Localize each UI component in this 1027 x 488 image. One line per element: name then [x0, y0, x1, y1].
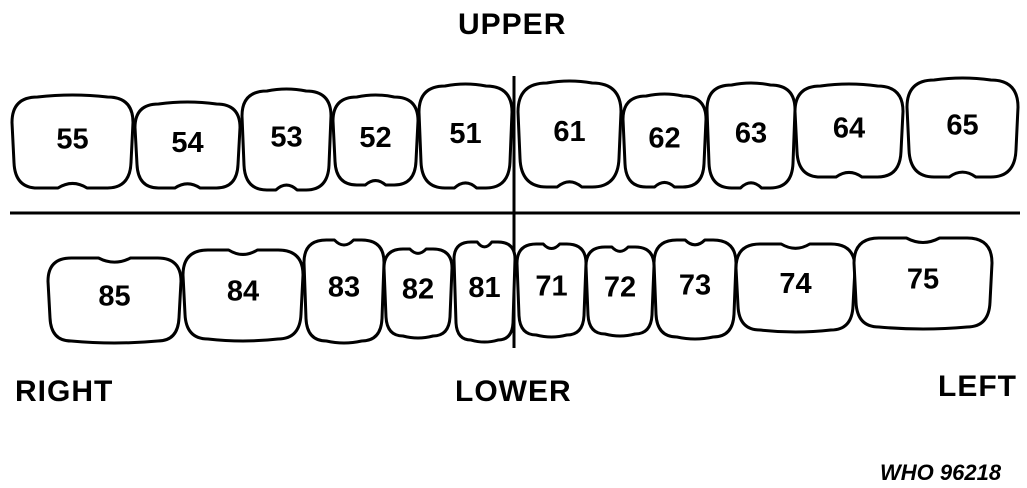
tooth-61: 61: [516, 79, 623, 189]
tooth-outline: [181, 248, 305, 343]
left-label: LEFT: [938, 370, 1017, 403]
tooth-55: 55: [10, 93, 135, 190]
tooth-outline: [734, 242, 857, 334]
teeth-group: 55 54 53 52 51 61 62 63 64 65 85 84 83 82 81 71 72 73 74 75: [10, 76, 1020, 345]
tooth-outline: [793, 82, 905, 179]
tooth-number: 73: [679, 270, 711, 302]
tooth-outline: [452, 240, 517, 344]
lower-label: LOWER: [455, 375, 572, 408]
tooth-81: 81: [452, 240, 517, 344]
tooth-number: 65: [946, 110, 978, 142]
tooth-outline: [515, 242, 588, 339]
tooth-number: 64: [833, 113, 865, 145]
tooth-number: 74: [779, 268, 811, 300]
tooth-62: 62: [621, 92, 708, 189]
tooth-73: 73: [652, 238, 738, 341]
tooth-84: 84: [181, 248, 305, 343]
tooth-65: 65: [905, 76, 1020, 179]
tooth-74: 74: [734, 242, 857, 334]
upper-label: UPPER: [458, 8, 567, 41]
tooth-outline: [652, 238, 738, 341]
tooth-number: 81: [468, 272, 500, 304]
tooth-number: 62: [648, 123, 680, 155]
tooth-outline: [240, 87, 333, 192]
credit-label: WHO 96218: [880, 460, 1002, 485]
tooth-outline: [705, 81, 797, 190]
tooth-63: 63: [705, 81, 797, 190]
tooth-54: 54: [133, 100, 242, 190]
tooth-51: 51: [417, 82, 514, 190]
tooth-number: 51: [449, 118, 481, 150]
tooth-number: 75: [907, 264, 939, 296]
tooth-outline: [46, 256, 183, 345]
tooth-outline: [10, 93, 135, 190]
tooth-number: 82: [402, 274, 434, 306]
tooth-number: 85: [98, 281, 130, 313]
tooth-outline: [417, 82, 514, 190]
tooth-outline: [302, 238, 386, 345]
tooth-number: 54: [171, 127, 203, 159]
tooth-number: 72: [604, 272, 636, 304]
tooth-75: 75: [852, 236, 994, 331]
tooth-82: 82: [382, 247, 454, 340]
tooth-outline: [905, 76, 1020, 179]
tooth-number: 71: [535, 271, 567, 303]
tooth-number: 83: [328, 272, 360, 304]
tooth-outline: [621, 92, 708, 189]
tooth-number: 61: [553, 116, 585, 148]
tooth-outline: [382, 247, 454, 340]
tooth-64: 64: [793, 82, 905, 179]
right-label: RIGHT: [15, 375, 114, 408]
tooth-number: 84: [227, 276, 259, 308]
tooth-53: 53: [240, 87, 333, 192]
tooth-outline: [584, 245, 656, 338]
tooth-outline: [133, 100, 242, 190]
tooth-outline: [516, 79, 623, 189]
tooth-outline: [331, 93, 420, 187]
tooth-72: 72: [584, 245, 656, 338]
tooth-52: 52: [331, 93, 420, 187]
tooth-83: 83: [302, 238, 386, 345]
tooth-number: 55: [56, 124, 88, 156]
tooth-71: 71: [515, 242, 588, 339]
tooth-number: 52: [359, 122, 391, 154]
tooth-outline: [852, 236, 994, 331]
tooth-number: 53: [270, 122, 302, 154]
tooth-number: 63: [735, 118, 767, 150]
tooth-85: 85: [46, 256, 183, 345]
